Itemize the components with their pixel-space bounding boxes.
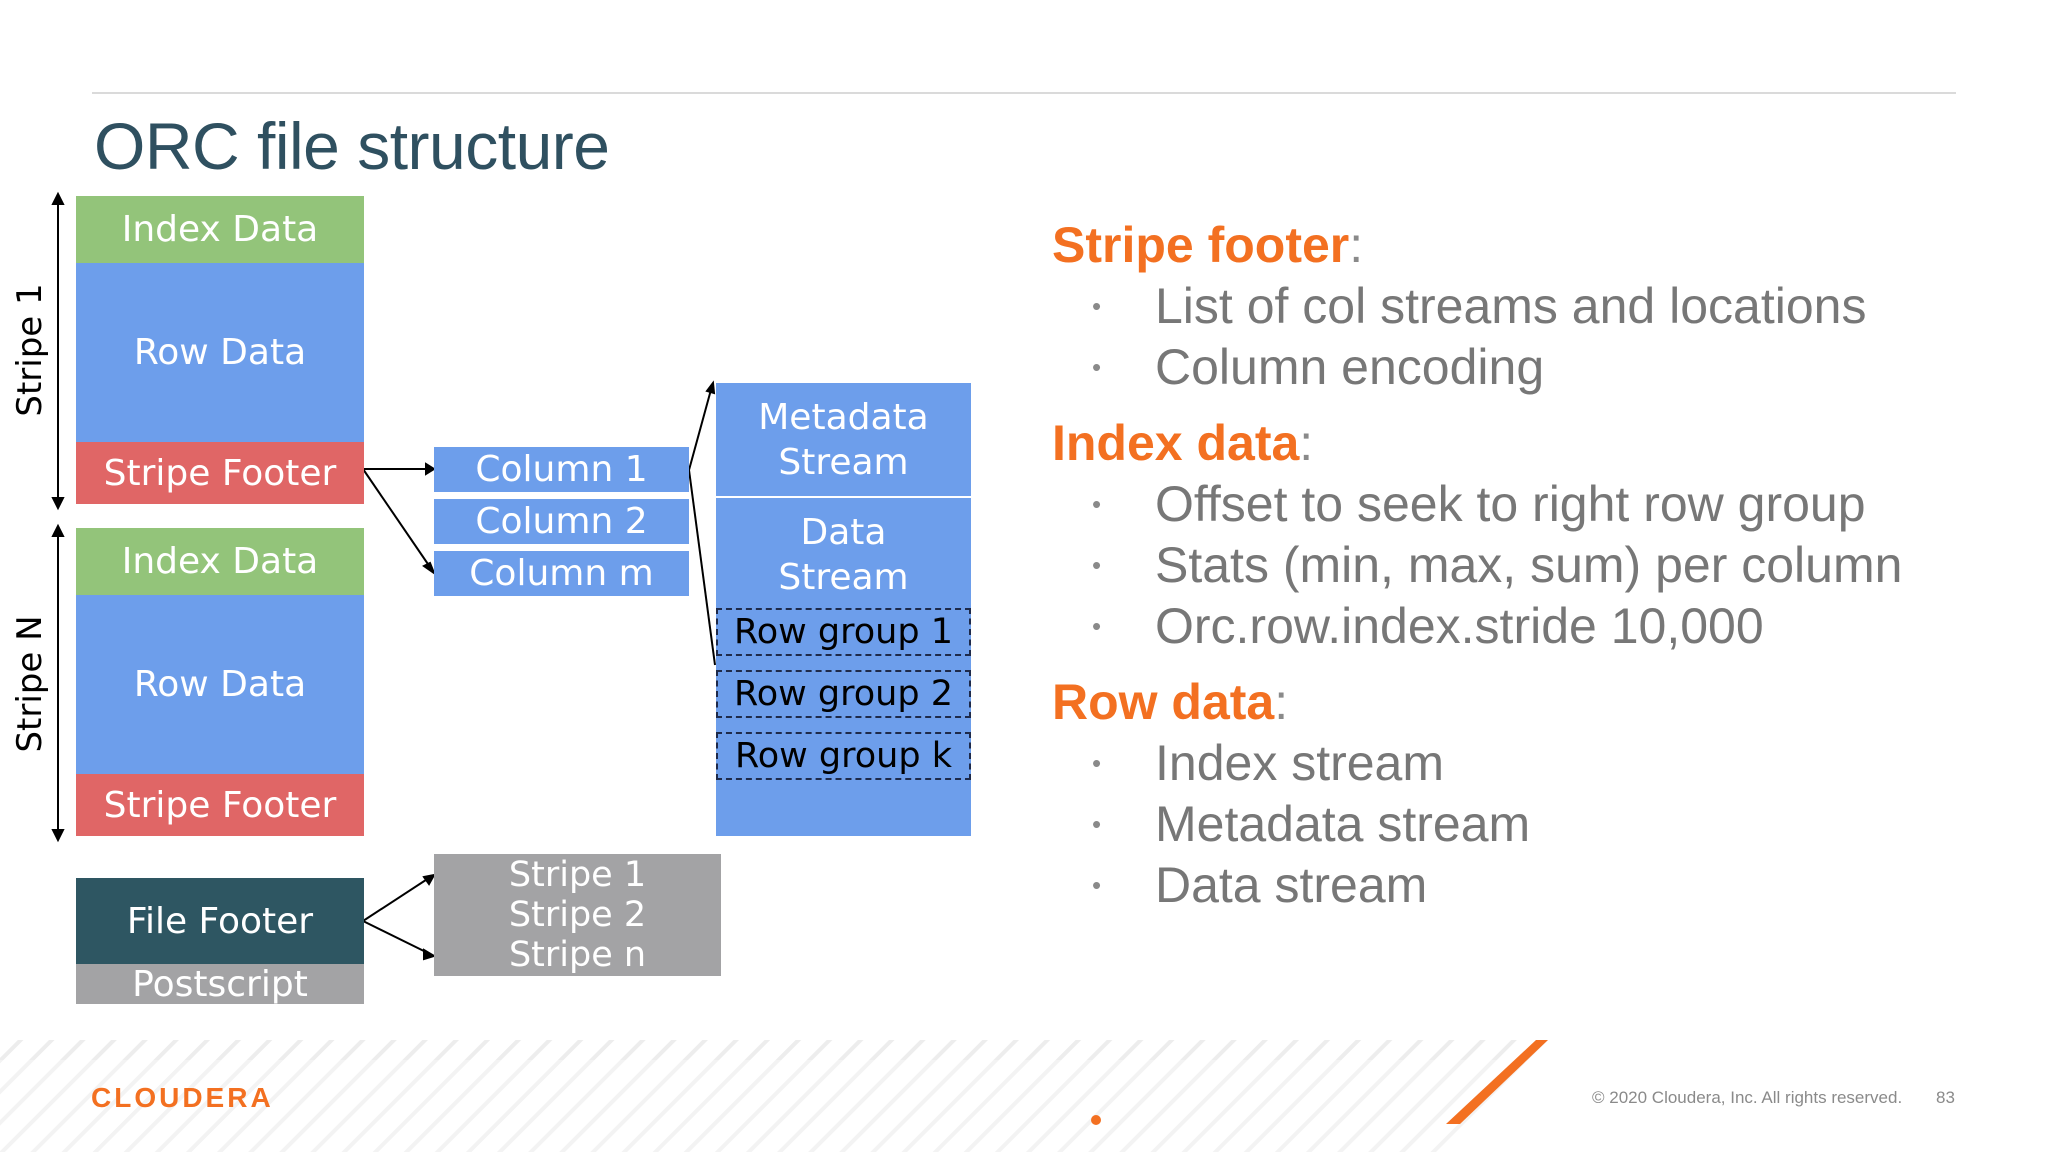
page-number: 83: [1936, 1088, 1955, 1107]
bullet-icon: •: [1092, 611, 1102, 641]
orange-slash: [1446, 1040, 1548, 1124]
stripeN-stripe-footer: Stripe Footer: [76, 774, 364, 836]
list-item: •Column encoding: [1052, 337, 2012, 398]
column-1: Column 1: [434, 447, 689, 492]
stripe-footer-list: •List of col streams and locations •Colu…: [1052, 276, 2012, 398]
stripes-list-item-3: Stripe n: [508, 935, 647, 976]
stripe-1-label: Stripe 1: [10, 283, 50, 417]
list-item: •Metadata stream: [1052, 794, 2012, 855]
list-item: •Orc.row.index.stride 10,000: [1052, 596, 2012, 657]
list-item: •Stats (min, max, sum) per column: [1052, 535, 2012, 596]
bullet-icon: •: [1092, 550, 1102, 580]
bullet-icon: •: [1092, 809, 1102, 839]
page-title: ORC file structure: [94, 109, 610, 183]
row-group-k: Row group k: [716, 732, 971, 780]
row-data-list: •Index stream •Metadata stream •Data str…: [1052, 733, 2012, 916]
stripe-footer-heading: Stripe footer:: [1052, 217, 1364, 273]
stripe1-index-data: Index Data: [76, 196, 364, 263]
metadata-stream-line1: Metadata: [758, 396, 929, 438]
copyright-text: © 2020 Cloudera, Inc. All rights reserve…: [1592, 1088, 1903, 1107]
stripes-list-item-2: Stripe 2: [508, 894, 647, 935]
metadata-stream-line2: Stream: [778, 441, 909, 483]
row-data-heading: Row data:: [1052, 674, 1289, 730]
column-m: Column m: [434, 551, 689, 596]
bullet-icon: •: [1092, 291, 1102, 321]
metadata-stream: Metadata Stream: [716, 383, 971, 496]
data-stream-line1: Data: [800, 512, 887, 553]
file-footer: File Footer: [76, 878, 364, 964]
list-item: •Data stream: [1052, 855, 2012, 916]
list-item: •Index stream: [1052, 733, 2012, 794]
slide-marker-dot: [1091, 1115, 1101, 1125]
stripes-list: Stripe 1 Stripe 2 Stripe n: [434, 854, 721, 976]
stripe-n-label: Stripe N: [10, 615, 50, 753]
stripes-list-item-1: Stripe 1: [508, 854, 647, 895]
data-stream: Data Stream: [716, 498, 971, 836]
cloudera-logo: CLOUDERA: [91, 1082, 274, 1113]
bullet-icon: •: [1092, 870, 1102, 900]
stripeN-row-data: Row Data: [76, 595, 364, 774]
bullet-icon: •: [1092, 748, 1102, 778]
index-data-list: •Offset to seek to right row group •Stat…: [1052, 474, 2012, 657]
data-stream-line2: Stream: [778, 557, 909, 598]
index-data-heading: Index data:: [1052, 415, 1314, 471]
row-group-2: Row group 2: [716, 670, 971, 718]
list-item: •List of col streams and locations: [1052, 276, 2012, 337]
column-2: Column 2: [434, 499, 689, 544]
postscript: Postscript: [76, 964, 364, 1005]
list-item: •Offset to seek to right row group: [1052, 474, 2012, 535]
stripe1-row-data: Row Data: [76, 263, 364, 442]
row-group-1: Row group 1: [716, 608, 971, 656]
stripe1-stripe-footer: Stripe Footer: [76, 442, 364, 504]
stripeN-index-data: Index Data: [76, 528, 364, 595]
top-divider: [92, 92, 1956, 94]
bullet-icon: •: [1092, 489, 1102, 519]
description-panel: Stripe footer: •List of col streams and …: [1052, 214, 2012, 916]
bullet-icon: •: [1092, 352, 1102, 382]
